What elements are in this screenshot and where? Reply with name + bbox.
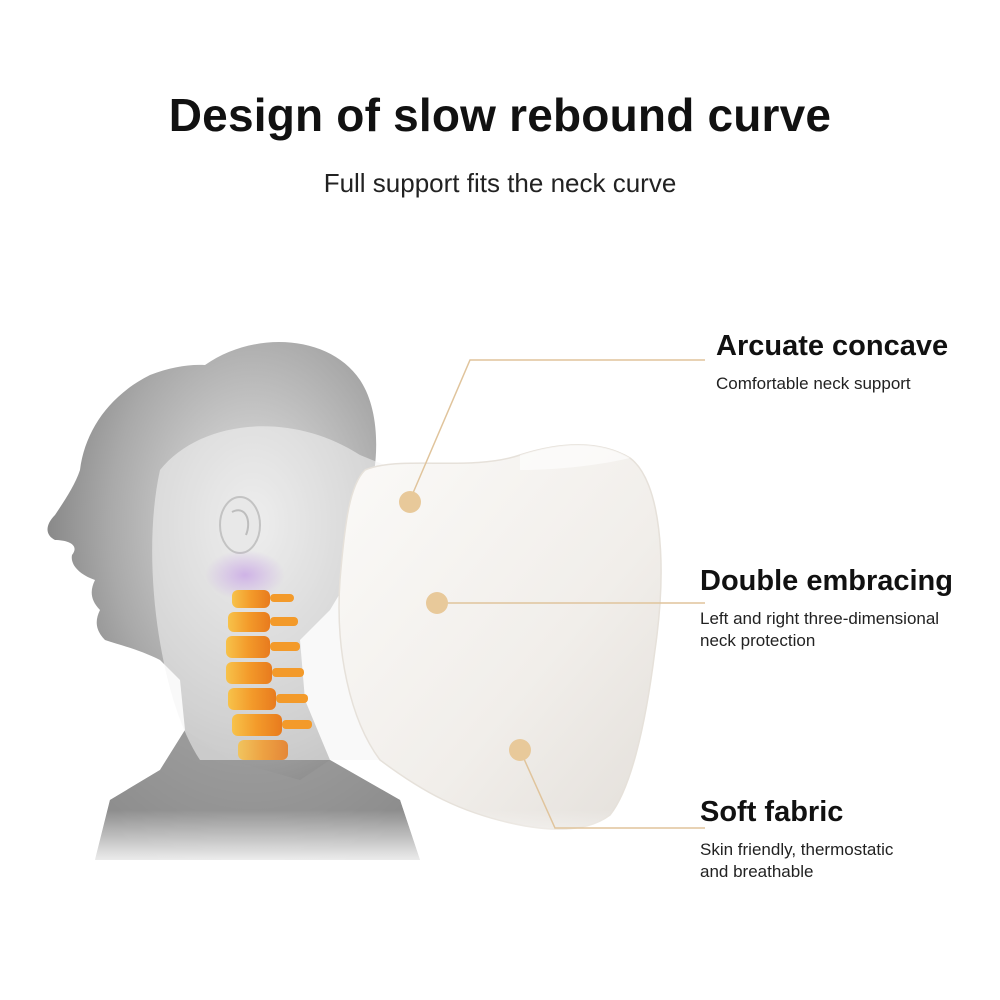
cervical-spine <box>226 590 312 760</box>
feature-title-arcuate: Arcuate concave <box>716 330 949 362</box>
feature-desc-double: Left and right three-dimensional neck pr… <box>700 609 940 650</box>
feature-desc-arcuate: Comfortable neck support <box>716 374 911 393</box>
callout-dot-double <box>426 592 448 614</box>
callout-dot-soft <box>509 739 531 761</box>
pillow <box>338 444 662 830</box>
feature-desc-soft: Skin friendly, thermostatic and breathab… <box>700 840 894 881</box>
page-title: Design of slow rebound curve <box>168 89 832 141</box>
feature-title-soft: Soft fabric <box>700 796 844 828</box>
callout-dot-arcuate <box>399 491 421 513</box>
callout-line-arcuate <box>409 359 705 501</box>
feature-title-double: Double embracing <box>700 565 953 597</box>
callout-line-soft <box>519 749 705 829</box>
page-subtitle: Full support fits the neck curve <box>323 168 677 198</box>
